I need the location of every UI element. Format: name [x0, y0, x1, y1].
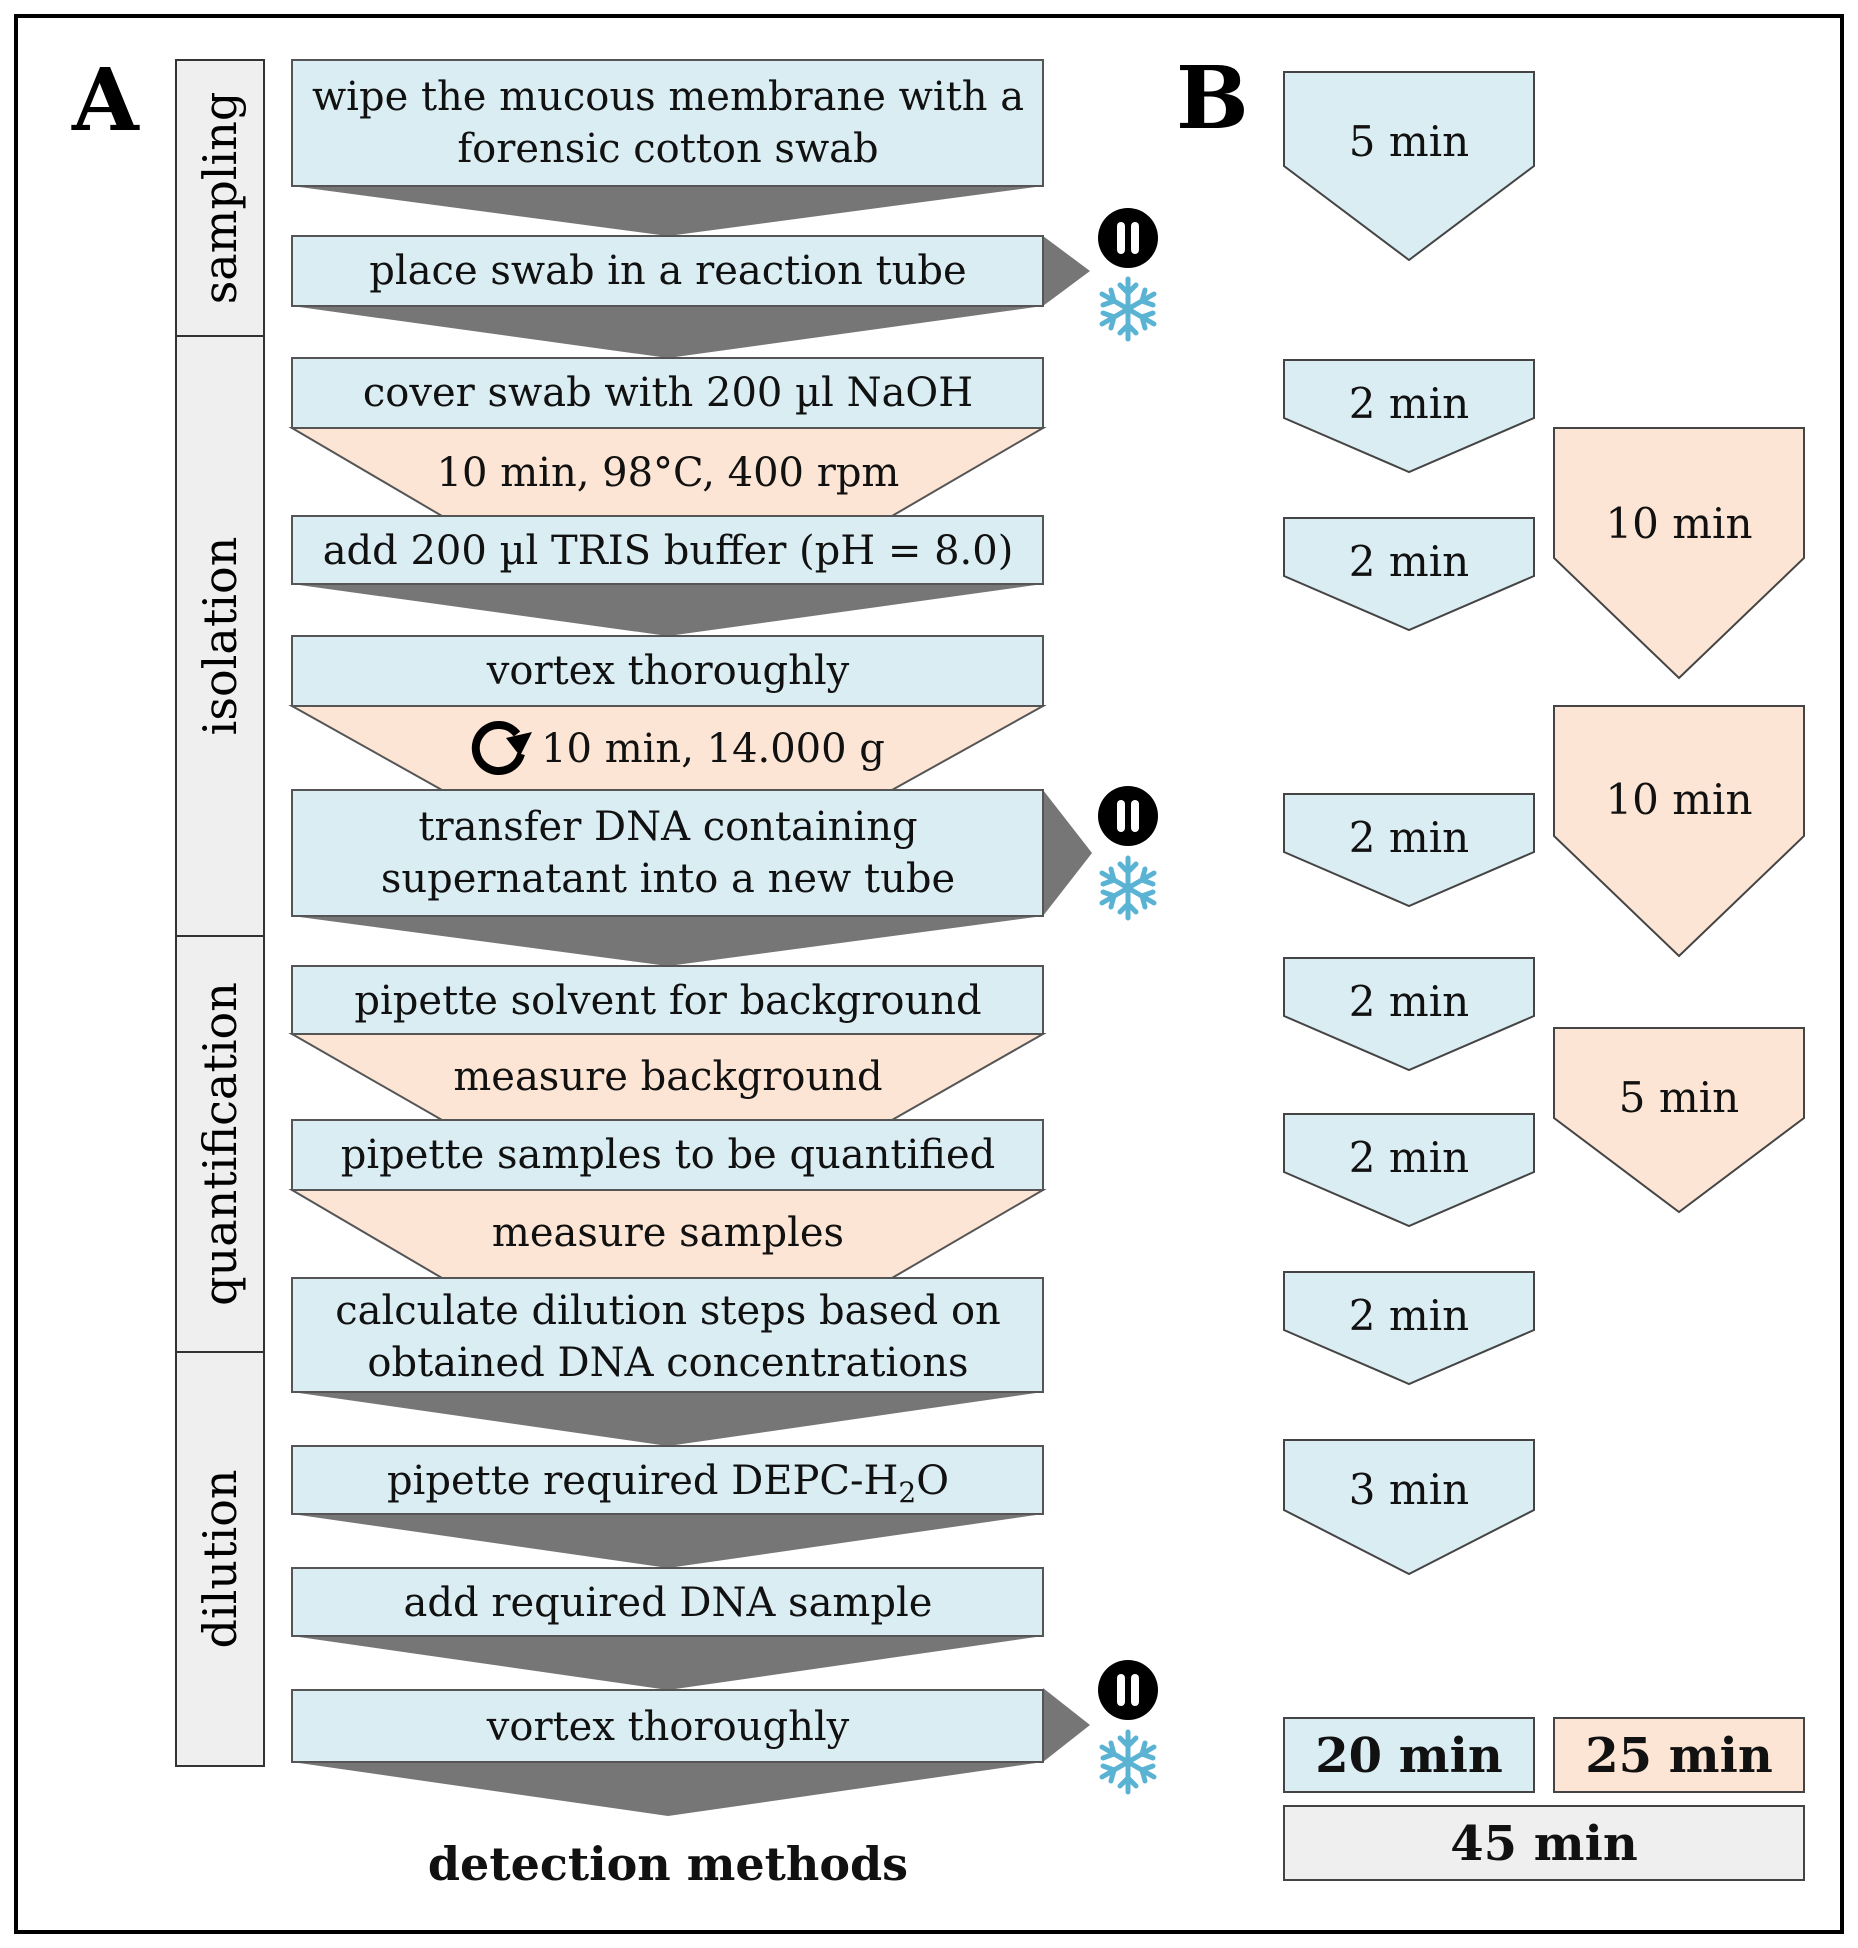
step-vortex-2-label: vortex thoroughly: [486, 1704, 850, 1750]
total-incubation-box: [1553, 1717, 1805, 1793]
time-marker-hands-on: [1283, 71, 1535, 262]
step-add-tris-label: add 200 µl TRIS buffer (pH = 8.0): [323, 528, 1014, 574]
step-place-swab-label: place swab in a reaction tube: [369, 248, 966, 294]
connectors: [292, 186, 1092, 1816]
time-marker-hands-on: [1283, 1113, 1535, 1228]
connector-arrow: [292, 1636, 1043, 1690]
time-totals: 20 min 25 min 45 min: [1283, 1717, 1805, 1881]
step-cover-naoh-label: cover swab with 200 µl NaOH: [363, 370, 973, 416]
incubation-heat-label: 10 min, 98°C, 400 rpm: [437, 450, 900, 496]
panel-b-label: B: [1176, 48, 1249, 149]
time-label: 2 min: [1349, 1133, 1469, 1182]
incubation-steps: 10 min, 98°C, 400 rpm 10 min, 14.000 g m…: [288, 427, 1047, 1279]
step-add-tris: [291, 515, 1044, 585]
incubation-measure-samples-label: measure samples: [492, 1210, 844, 1256]
incubation-measure-background-label: measure background: [453, 1054, 882, 1100]
total-hands-on-box: [1283, 1717, 1535, 1793]
time-marker-hands-on: [1283, 1439, 1535, 1576]
phase-quantification-box: [175, 935, 265, 1353]
step-wipe-line2: forensic cotton swab: [457, 126, 878, 172]
step-transfer-line2: supernatant into a new tube: [381, 856, 955, 902]
time-marker-hands-on: [1283, 793, 1535, 908]
hands-on-times: 5 min 2 min 2 min 2 min 2 min 2 min 2 mi…: [1283, 71, 1535, 1576]
side-arrow: [1043, 790, 1092, 916]
total-overall-box: [1283, 1805, 1805, 1881]
total-overall-label: 45 min: [1450, 1816, 1637, 1872]
time-label: 5 min: [1619, 1073, 1739, 1122]
connector-arrow: [292, 1514, 1043, 1568]
time-marker-hands-on: [1283, 1271, 1535, 1386]
side-arrow: [1043, 236, 1090, 306]
phase-dilution-box: [175, 1351, 265, 1767]
phase-dilution-label: dilution: [193, 1469, 247, 1648]
time-label: 10 min: [1605, 499, 1752, 548]
connector-arrow: [292, 584, 1043, 636]
step-pipette-samples: [291, 1119, 1044, 1191]
step-calculate-dilution: [291, 1277, 1044, 1393]
step-add-dna-label: add required DNA sample: [404, 1580, 933, 1626]
connector-arrow: [292, 1762, 1043, 1816]
time-marker-hands-on: [1283, 957, 1535, 1072]
protocol-steps: wipe the mucous membrane with a forensic…: [291, 59, 1044, 1763]
step-transfer-supernatant: [291, 789, 1044, 917]
time-marker-incubation: [1553, 1027, 1805, 1214]
time-label: 2 min: [1349, 1291, 1469, 1340]
time-marker-incubation: [1553, 427, 1805, 680]
phase-sampling-label: sampling: [193, 92, 247, 305]
step-wipe-line1: wipe the mucous membrane with a: [312, 74, 1024, 120]
incubation-times: 10 min 10 min 5 min: [1553, 427, 1805, 1214]
time-label: 2 min: [1349, 813, 1469, 862]
time-label: 2 min: [1349, 379, 1469, 428]
step-pipette-samples-label: pipette samples to be quantified: [341, 1132, 996, 1178]
pause-icon: [1098, 786, 1158, 846]
time-label: 3 min: [1349, 1465, 1469, 1514]
step-calculate-line2: obtained DNA concentrations: [367, 1340, 968, 1386]
step-place-swab: [291, 235, 1044, 307]
connector-arrow: [292, 1392, 1043, 1446]
phase-isolation-label: isolation: [193, 537, 247, 736]
side-arrow: [1043, 1688, 1090, 1762]
pause-icon: [1098, 208, 1158, 268]
time-label: 10 min: [1605, 775, 1752, 824]
connector-arrow: [292, 306, 1043, 358]
step-transfer-line1: transfer DNA containing: [418, 804, 917, 850]
pause-points: [1098, 208, 1158, 1792]
time-label: 2 min: [1349, 537, 1469, 586]
total-incubation-label: 25 min: [1585, 1728, 1772, 1784]
step-add-dna: [291, 1567, 1044, 1637]
time-marker-hands-on: [1283, 517, 1535, 632]
step-wipe-membrane: [291, 59, 1044, 187]
step-cover-naoh: [291, 357, 1044, 429]
phase-quantification-label: quantification: [193, 982, 247, 1306]
centrifuge-rotate-icon: [471, 721, 532, 775]
detection-methods-label: detection methods: [428, 1837, 908, 1891]
time-label: 5 min: [1349, 117, 1469, 166]
panel-a-label: A: [71, 50, 140, 151]
snowflake-icon: [1102, 858, 1154, 918]
step-vortex-2: [291, 1689, 1044, 1763]
figure-frame: [14, 14, 1844, 1934]
step-vortex-1: [291, 635, 1044, 707]
phase-column: sampling isolation quantification diluti…: [175, 59, 265, 1767]
snowflake-icon: [1102, 1732, 1154, 1792]
time-marker-incubation: [1553, 705, 1805, 958]
connector-arrow: [292, 916, 1043, 966]
time-label: 2 min: [1349, 977, 1469, 1026]
total-hands-on-label: 20 min: [1315, 1728, 1502, 1784]
snowflake-icon: [1102, 279, 1154, 339]
phase-isolation-box: [175, 335, 265, 937]
connector-arrow: [292, 186, 1043, 236]
step-vortex-1-label: vortex thoroughly: [486, 648, 850, 694]
pause-icon: [1098, 1660, 1158, 1720]
step-pipette-depc-label: pipette required DEPC-H2O: [387, 1458, 949, 1509]
step-pipette-solvent: [291, 965, 1044, 1035]
incubation-centrifuge-label: 10 min, 14.000 g: [541, 726, 885, 772]
time-marker-hands-on: [1283, 359, 1535, 474]
step-pipette-depc: [291, 1445, 1044, 1515]
step-calculate-line1: calculate dilution steps based on: [335, 1288, 1001, 1334]
step-pipette-solvent-label: pipette solvent for background: [354, 978, 981, 1024]
